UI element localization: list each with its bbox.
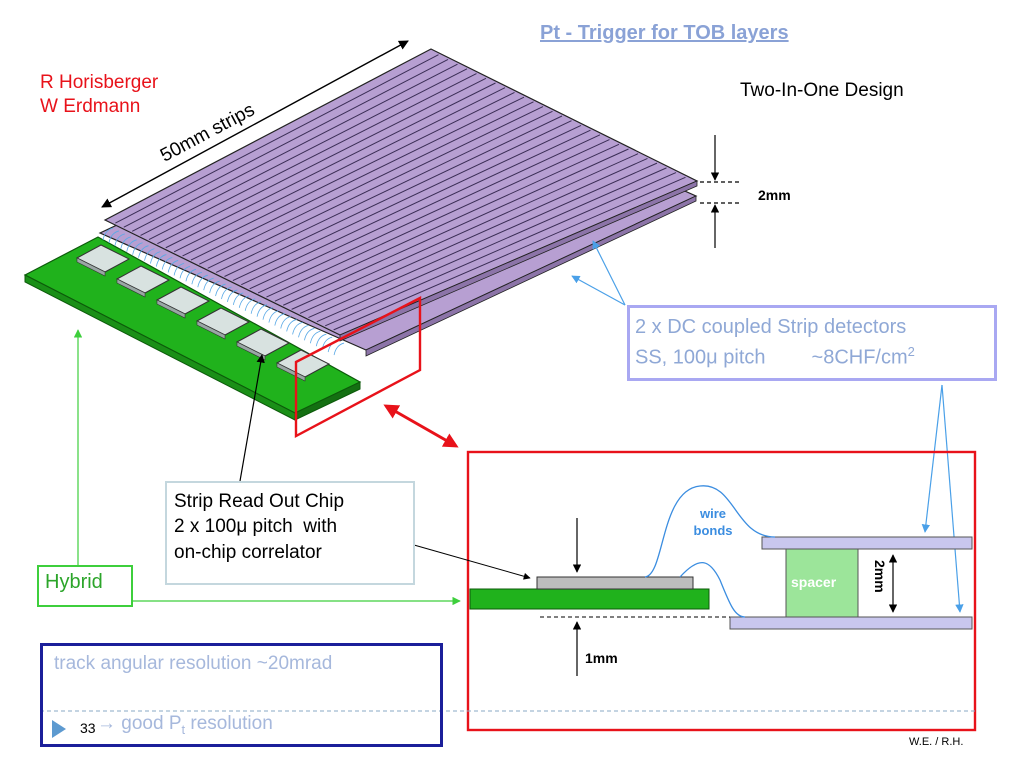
bond-wire	[138, 245, 149, 258]
hybrid-pointers	[73, 329, 461, 606]
bond-wire	[102, 227, 114, 241]
spacer-label: spacer	[791, 574, 837, 590]
bond-wire	[221, 286, 232, 300]
wire-bond-lower	[679, 562, 746, 618]
chip-gap-label: 1mm	[585, 650, 618, 666]
bond-wire	[185, 268, 197, 282]
layer-gap-label: 2mm	[758, 187, 791, 203]
bond-wire	[132, 242, 143, 255]
page-number: 33	[80, 720, 96, 736]
hybrid-label-box	[37, 565, 133, 607]
bond-wire	[304, 327, 315, 341]
sensor-line-2: SS, 100μ pitch~8CHF/cm2	[635, 344, 915, 369]
bond-wire	[144, 248, 155, 261]
bond-wire	[315, 333, 327, 347]
bond-wire	[298, 324, 309, 338]
readout-chip-side	[196, 320, 226, 340]
design-subtitle: Two-In-One Design	[740, 80, 904, 101]
bond-wire	[203, 277, 214, 291]
strip-line	[266, 139, 610, 298]
bullet-icon	[52, 720, 66, 738]
sensor-info-box	[627, 305, 997, 381]
bond-wire	[191, 271, 202, 285]
resolution-line-1: track angular resolution ~20mrad	[54, 653, 333, 674]
readout-chip-side	[116, 278, 146, 298]
bond-wire	[256, 304, 268, 317]
sensor-gap-label: 2mm	[872, 560, 888, 593]
bond-wire	[114, 233, 125, 246]
sensor-pointers	[571, 240, 964, 613]
hybrid-board	[23, 236, 362, 421]
strip-line	[274, 143, 620, 302]
strip-line	[316, 167, 667, 323]
layer-gap-indicator	[700, 135, 742, 248]
resolution-box	[40, 643, 443, 747]
readout-chip-side	[76, 257, 106, 277]
strip-line	[249, 129, 591, 290]
bond-wire	[108, 230, 120, 244]
chip-label-pointer	[239, 354, 265, 482]
bond-wire	[173, 263, 185, 276]
wire-bond-upper	[644, 485, 776, 578]
bond-wire	[209, 280, 220, 294]
bond-wire	[232, 292, 244, 305]
bond-wire	[268, 310, 280, 323]
strip-line	[308, 162, 658, 319]
bond-wire	[126, 239, 137, 252]
bond-wire	[280, 316, 291, 329]
bond-wire	[244, 298, 256, 311]
zoom-link-arrow	[383, 404, 459, 448]
chip-info-box	[165, 481, 415, 585]
spacer-block	[785, 548, 859, 618]
strip-length-arrow	[101, 40, 409, 208]
slide-title: Pt - Trigger for TOB layers	[540, 22, 789, 44]
upper-sensor-section	[761, 536, 973, 550]
chip-line-2: 2 x 100μ pitch with	[174, 516, 338, 537]
bond-wire	[333, 342, 345, 356]
strip-line	[257, 134, 601, 294]
strip-line	[241, 124, 582, 286]
author-1: R Horisberger	[40, 72, 159, 93]
bond-wire	[227, 289, 238, 303]
strip-line	[299, 157, 648, 314]
bond-wires	[102, 227, 345, 356]
lower-sensor-section	[729, 616, 973, 630]
footer-initials: W.E. / R.H.	[909, 736, 964, 748]
strip-line	[283, 148, 629, 306]
strip-line	[291, 153, 639, 310]
bond-wire	[167, 260, 179, 273]
bond-wire	[161, 257, 173, 270]
chip-line-1: Strip Read Out Chip	[174, 491, 345, 512]
chip-line-3: on-chip correlator	[174, 542, 322, 563]
resolution-line-2: → good Pt resolution	[97, 713, 273, 737]
bond-wire	[238, 295, 250, 308]
bond-wire	[262, 307, 274, 320]
bond-wire	[274, 313, 285, 326]
sensor-line-1: 2 x DC coupled Strip detectors	[635, 316, 907, 338]
wire-bonds-label: wire bonds	[693, 506, 733, 538]
author-2: W Erdmann	[40, 96, 141, 117]
bond-wire	[155, 254, 167, 267]
zoom-region-marker	[294, 296, 422, 438]
bond-wire	[120, 236, 131, 249]
readout-chip-side	[156, 299, 186, 319]
bond-wire	[292, 322, 303, 335]
bond-wire	[309, 330, 321, 344]
chip-pointer	[413, 544, 531, 580]
bond-wire	[179, 265, 191, 279]
bond-wire	[286, 319, 297, 332]
bond-wire	[215, 283, 226, 297]
hybrid-section	[469, 588, 710, 610]
bond-wire	[197, 274, 208, 288]
hybrid-label: Hybrid	[45, 571, 103, 593]
strip-line	[333, 176, 686, 331]
cross-section-frame	[466, 450, 977, 732]
strip-line	[325, 172, 677, 327]
bond-wire	[150, 251, 161, 264]
cross-section	[413, 485, 973, 676]
chip-section	[536, 576, 694, 590]
bond-wire	[250, 301, 262, 314]
